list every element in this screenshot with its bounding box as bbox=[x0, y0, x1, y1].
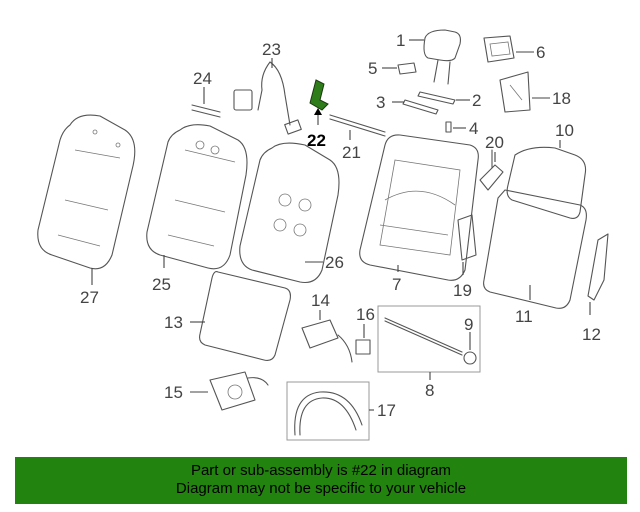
part-27-seat-cover bbox=[37, 114, 136, 270]
group-box-8 bbox=[377, 305, 481, 373]
banner-line-disclaimer: Diagram may not be specific to your vehi… bbox=[175, 480, 467, 497]
part-13-panel bbox=[199, 271, 291, 361]
callout-4: 4 bbox=[469, 119, 478, 138]
callout-1: 1 bbox=[396, 31, 405, 50]
callout-22: 22 bbox=[307, 131, 326, 150]
callout-14: 14 bbox=[311, 291, 330, 310]
part-17-harness bbox=[294, 391, 363, 436]
part-3-trim bbox=[402, 99, 439, 115]
part-23-cable bbox=[233, 61, 302, 135]
callout-17: 17 bbox=[377, 401, 396, 420]
part-11-back-board bbox=[483, 189, 587, 309]
part-1-headrest bbox=[423, 29, 461, 85]
callout-19: 19 bbox=[453, 281, 472, 300]
callout-20: 20 bbox=[485, 133, 504, 152]
part-21-rod bbox=[329, 114, 386, 137]
callout-7: 7 bbox=[392, 275, 401, 294]
part-18-bracket bbox=[499, 71, 531, 113]
callout-6: 6 bbox=[536, 43, 545, 62]
callout-3: 3 bbox=[376, 93, 385, 112]
callout-11: 11 bbox=[515, 307, 533, 326]
callout-5: 5 bbox=[368, 59, 377, 78]
arrow-22-icon bbox=[314, 108, 322, 115]
part-15-motor-unit bbox=[209, 371, 269, 411]
callout-23: 23 bbox=[262, 40, 281, 59]
part-24-connector bbox=[191, 104, 221, 118]
callout-27: 27 bbox=[80, 288, 99, 307]
info-banner: Part or sub-assembly is #22 in diagram D… bbox=[15, 457, 627, 504]
callout-2: 2 bbox=[472, 91, 481, 110]
part-12-side-trim bbox=[587, 233, 609, 301]
part-14-module bbox=[301, 319, 353, 363]
callout-10: 10 bbox=[555, 121, 574, 140]
part-7-seat-frame bbox=[359, 134, 479, 281]
part-8-rod bbox=[384, 317, 463, 356]
part-9-ring bbox=[463, 351, 477, 365]
callout-24: 24 bbox=[193, 69, 212, 88]
part-16-box bbox=[355, 339, 371, 355]
part-26-cushion bbox=[239, 142, 340, 284]
part-10-back-panel bbox=[506, 146, 587, 219]
callout-21: 21 bbox=[342, 143, 361, 162]
part-2-trim bbox=[417, 91, 456, 105]
callout-15: 15 bbox=[164, 383, 183, 402]
callout-26: 26 bbox=[325, 253, 344, 272]
part-20-motor bbox=[479, 149, 504, 191]
callout-9: 9 bbox=[464, 315, 473, 334]
part-19-actuator bbox=[457, 214, 477, 261]
part-5-pad bbox=[397, 62, 417, 75]
seat-parts-diagram: 27 25 26 23 24 22 21 bbox=[37, 29, 609, 441]
part-25-seat-pad bbox=[146, 124, 248, 270]
part-6-guide bbox=[483, 35, 515, 63]
callout-18: 18 bbox=[552, 89, 571, 108]
group-box-17 bbox=[286, 381, 370, 441]
callout-13: 13 bbox=[164, 313, 183, 332]
callout-25: 25 bbox=[152, 275, 171, 294]
part-22-highlighted bbox=[309, 79, 329, 111]
callout-16: 16 bbox=[356, 305, 375, 324]
part-4-clip bbox=[445, 121, 452, 133]
callout-12: 12 bbox=[582, 325, 601, 344]
callout-8: 8 bbox=[425, 381, 434, 400]
banner-line-part: Part or sub-assembly is #22 in diagram bbox=[190, 462, 452, 479]
